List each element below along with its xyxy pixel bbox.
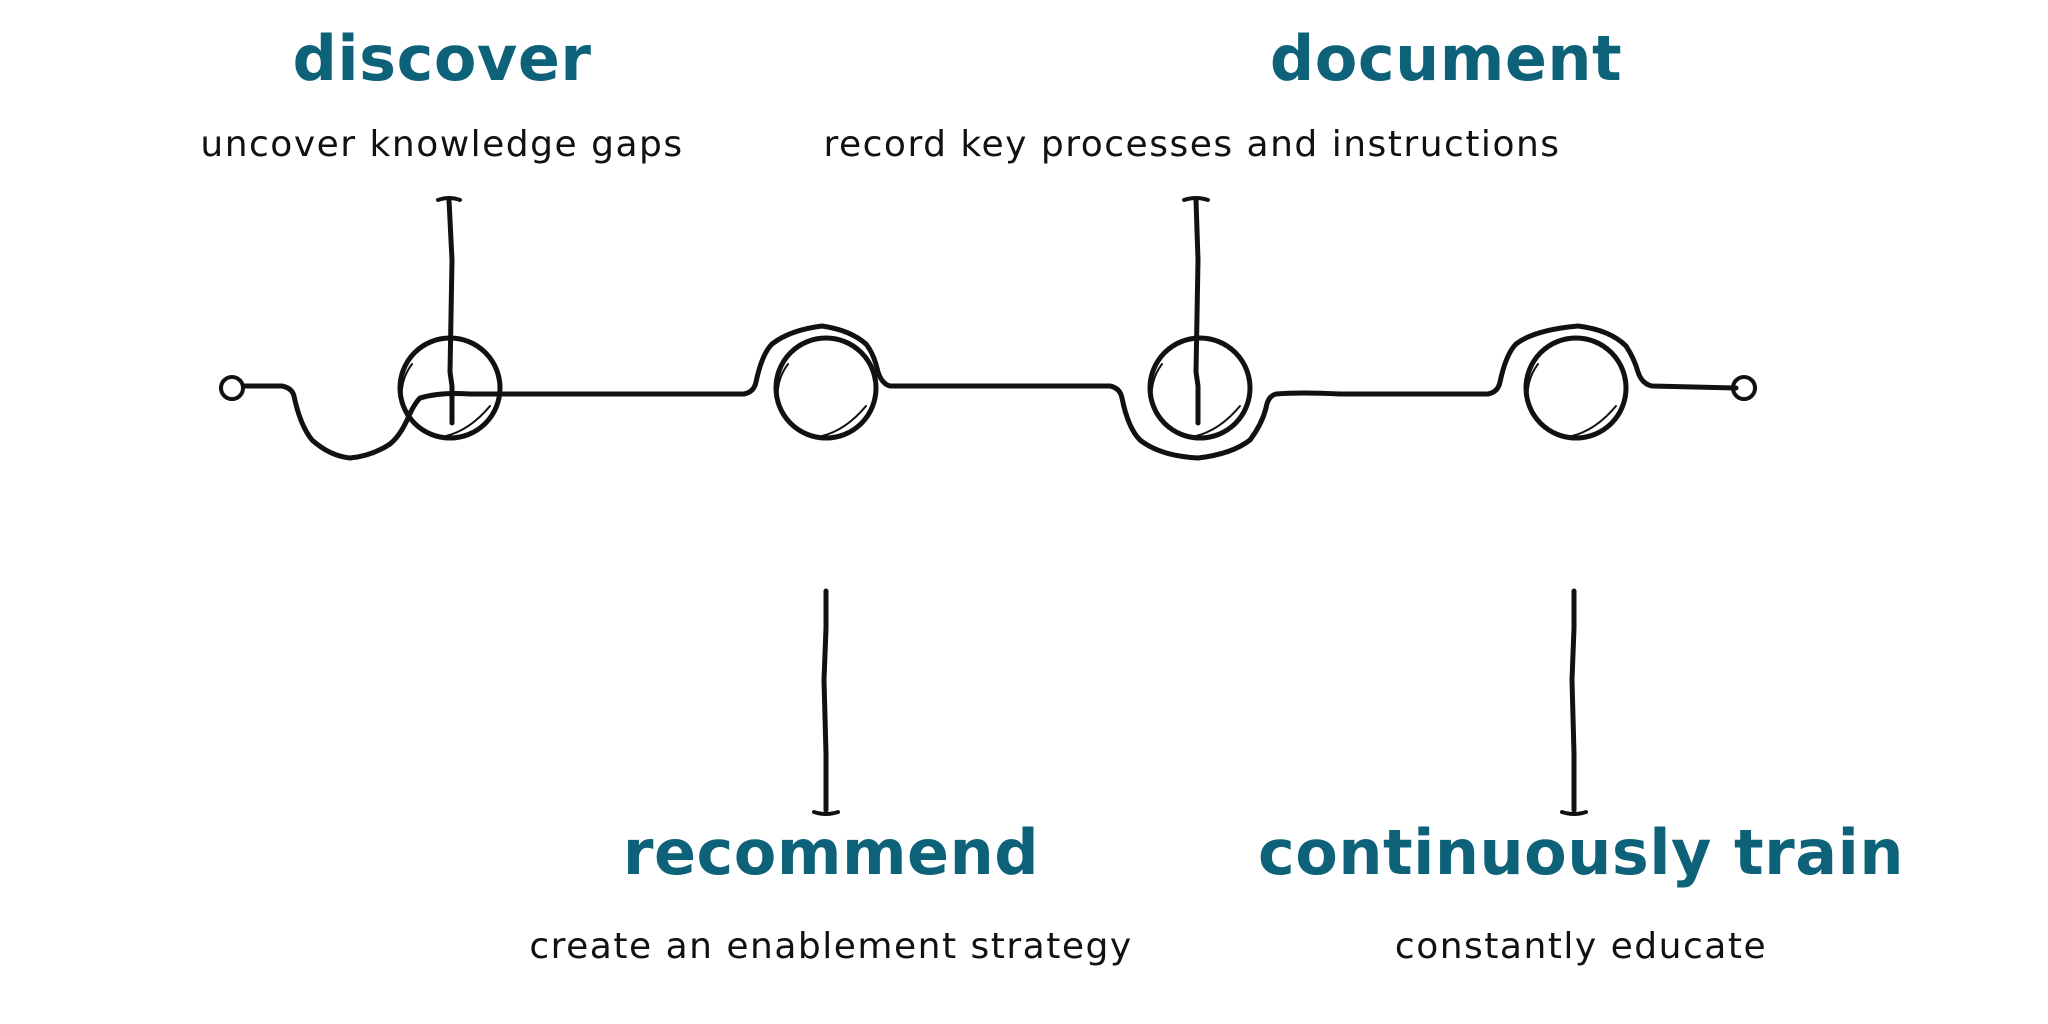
connector-recommend <box>821 588 829 813</box>
start-cap <box>219 375 245 401</box>
arrow-tip-continuously-train <box>1560 810 1588 816</box>
arrow-tip-discover <box>436 196 462 202</box>
connector-document <box>1193 197 1201 426</box>
step-title-recommend: recommend <box>622 816 1040 889</box>
step-subtitle-continuously-train: constantly educate <box>1394 926 1768 967</box>
arrow-tip-recommend <box>812 810 840 816</box>
step-title-document: document <box>1269 22 1623 95</box>
node-recommend <box>773 335 879 441</box>
step-title-discover: discover <box>292 22 592 95</box>
node-continuously-train <box>1523 335 1629 441</box>
step-subtitle-recommend: create an enablement strategy <box>529 926 1133 967</box>
connector-discover <box>446 197 455 426</box>
timeline-line <box>241 323 1739 461</box>
connector-continuously-train <box>1569 588 1577 813</box>
step-subtitle-discover: uncover knowledge gaps <box>200 124 684 165</box>
step-title-continuously-train: continuously train <box>1258 816 1904 889</box>
node-document <box>1147 335 1253 441</box>
end-cap <box>1731 375 1757 401</box>
step-subtitle-document: record key processes and instructions <box>823 124 1561 165</box>
arrow-tip-document <box>1182 196 1210 202</box>
